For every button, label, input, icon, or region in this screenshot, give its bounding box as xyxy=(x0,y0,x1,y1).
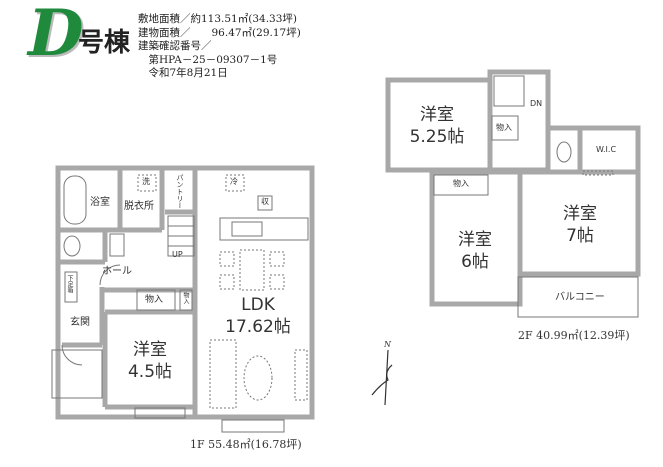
fixtures-2f xyxy=(433,75,639,318)
stairs-up-label: UP xyxy=(172,250,183,259)
kitchen-storage-label: 収 xyxy=(261,197,269,206)
closet-2f-b xyxy=(433,174,489,196)
room-closet-1f: 物入 xyxy=(145,295,164,305)
washer-label: 洗 xyxy=(142,177,150,186)
floor2-caption: 2F 40.99㎡(12.39坪) xyxy=(518,329,630,342)
room-western-2f-a: 洋室 xyxy=(420,105,454,125)
kitchen-counter xyxy=(219,217,309,241)
room-pantry: パントリー xyxy=(176,174,184,209)
room-bath: 浴室 xyxy=(90,197,110,208)
building-label: 号棟 xyxy=(78,28,131,58)
porch xyxy=(51,349,103,399)
window-1f-a xyxy=(134,407,186,419)
shoe-box-label: 下足箱 xyxy=(66,275,73,293)
site-area: 敷地面積／約113.51㎡(34.33坪) xyxy=(138,13,297,25)
toilet-2f xyxy=(556,141,572,163)
balcony xyxy=(517,276,639,318)
entrance-door xyxy=(61,344,83,366)
building-logo-letter: D xyxy=(28,0,84,71)
stairs-down-label: DN xyxy=(530,99,543,108)
room-closet-2f-b: 物入 xyxy=(453,179,469,188)
room-balcony: バルコニー xyxy=(555,292,605,303)
dining-set xyxy=(219,249,308,401)
closet-2f-a xyxy=(491,115,519,141)
room-western-1f-size: 4.5帖 xyxy=(127,362,173,382)
washbasin xyxy=(109,233,125,257)
north-arrow xyxy=(371,349,393,406)
room-wic: W.I.C xyxy=(596,145,617,154)
room-dressing: 脱衣所 xyxy=(124,201,154,212)
room-ldk-size: 17.62帖 xyxy=(225,317,291,337)
sink xyxy=(231,221,263,237)
hall-door xyxy=(99,264,121,286)
floor1-caption: 1F 55.48㎡(16.78坪) xyxy=(190,438,302,451)
bathtub xyxy=(63,175,87,225)
toilet-1f xyxy=(63,235,81,257)
permit-date: 令和7年8月21日 xyxy=(138,67,228,79)
room-hall: ホール xyxy=(102,266,132,277)
room-western-2f-c: 洋室 xyxy=(563,204,597,224)
north-label: N xyxy=(384,340,391,349)
room-western-2f-c-size: 7帖 xyxy=(566,226,594,246)
permit-number: 第HPA－25－09307－1号 xyxy=(138,53,278,66)
room-western-2f-b: 洋室 xyxy=(458,230,492,250)
building-info: 敷地面積／約113.51㎡(34.33坪) 建物面積／ 96.47㎡(29.17… xyxy=(138,13,301,81)
fixtures-1f xyxy=(51,174,309,433)
room-closet-2f-a: 物入 xyxy=(496,123,512,132)
stairs-2f xyxy=(493,75,525,107)
shoe-box xyxy=(64,271,78,303)
closet-small-1f xyxy=(179,289,193,311)
room-ldk: LDK xyxy=(241,295,275,315)
room-entrance: 玄関 xyxy=(70,317,90,328)
permit-label: 建築確認番号／ xyxy=(138,40,212,52)
building-area: 建物面積／ 96.47㎡(29.17坪) xyxy=(138,26,301,39)
sofa xyxy=(209,339,237,409)
window-1f-b xyxy=(221,419,285,433)
room-western-1f: 洋室 xyxy=(133,340,167,360)
room-western-2f-b-size: 6帖 xyxy=(461,252,489,272)
fridge-space xyxy=(225,174,245,192)
closet-1f xyxy=(136,289,176,311)
walls-2f xyxy=(385,69,641,307)
room-western-2f-a-size: 5.25帖 xyxy=(409,127,465,147)
storage-box xyxy=(257,195,273,211)
fridge-label: 冷 xyxy=(230,177,238,186)
room-closet-small-1f: 物入 xyxy=(182,292,189,304)
washer-space xyxy=(137,174,157,192)
